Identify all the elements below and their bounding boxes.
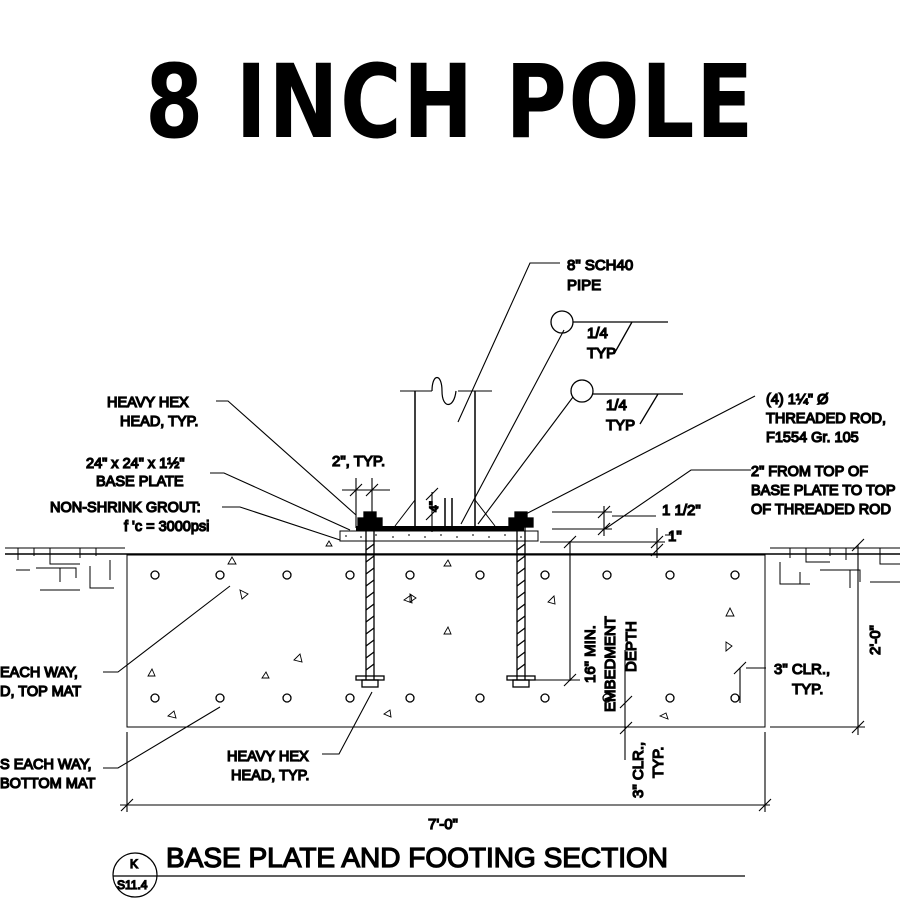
base-plate-line2: BASE PLATE — [96, 474, 184, 490]
grout-line2: f 'c = 3000psi — [124, 519, 209, 535]
weld2-typ: TYP — [606, 417, 635, 434]
soil-hatch-right — [779, 548, 900, 588]
dimension-lines — [120, 478, 865, 812]
embed-line1: 16" MIN. — [582, 625, 599, 683]
rod-callout-line1: (4) 1¼" Ø — [766, 392, 828, 408]
rod-callout-line2: THREADED ROD, — [766, 411, 886, 427]
clr-side-line2: TYP. — [792, 681, 823, 698]
anchor-rod-left — [355, 511, 385, 688]
ground-line — [5, 547, 900, 555]
rod-top-line1: 2" FROM TOP OF — [751, 464, 868, 480]
dim-4in: 4" — [427, 501, 441, 512]
pipe-callout-line2: PIPE — [567, 277, 601, 294]
pipe-callout-line1: 8" SCH40 — [567, 257, 633, 274]
rebar-top-mat — [150, 570, 740, 580]
base-plate-line1: 24" x 24" x 1½" — [86, 456, 184, 472]
embed-line2: EMBEDMENT — [602, 616, 619, 712]
rebar-top-line2: D, TOP MAT — [0, 684, 81, 700]
weld1-typ: TYP — [587, 345, 616, 362]
weld2-size: 1/4 — [606, 397, 627, 414]
dim-2in-typ: 2", TYP. — [332, 453, 385, 470]
pipe — [394, 376, 496, 527]
dim-width: 7'-0" — [428, 816, 458, 833]
hex-head-top-line1: HEAVY HEX — [107, 395, 189, 411]
weld1-size: 1/4 — [587, 325, 608, 342]
rod-callout-line3: F1554 Gr. 105 — [766, 430, 859, 446]
base-plate — [356, 526, 524, 531]
section-sheet: S11.4 — [117, 878, 148, 892]
grout-pad — [339, 530, 539, 542]
rebar-bottom-mat — [150, 693, 740, 703]
grout-line1: NON-SHRINK GROUT: — [50, 500, 201, 516]
hex-head-top-line2: HEAD, TYP. — [120, 414, 198, 430]
page-title: 8 INCH POLE — [145, 43, 755, 162]
concrete-aggregate — [147, 540, 735, 720]
weld-symbol-1 — [550, 310, 668, 355]
weld-symbol-2 — [570, 379, 683, 425]
section-letter: K — [130, 857, 138, 871]
drawing-title: BASE PLATE AND FOOTING SECTION — [166, 842, 668, 873]
clr-bottom-line2: TYP. — [650, 747, 667, 778]
leader-lines — [103, 262, 756, 769]
dim-1in: 1" — [668, 528, 682, 545]
rod-top-line2: BASE PLATE TO TOP — [751, 483, 896, 499]
rebar-bottom-line1: S EACH WAY, — [0, 757, 92, 773]
dim-embedment: 16" MIN. EMBEDMENT DEPTH — [581, 616, 640, 713]
clr-bottom-line1: 3" CLR., — [630, 742, 647, 798]
rebar-top-line1: EACH WAY, — [0, 665, 78, 681]
rod-top-line3: OF THREADED ROD — [751, 502, 891, 518]
soil-hatch-left — [16, 548, 114, 591]
hex-head-bottom-line2: HEAD, TYP. — [231, 768, 309, 784]
section-bubble — [112, 852, 745, 898]
dim-depth: 2'-0" — [867, 625, 884, 655]
clr-side-line1: 3" CLR., — [774, 661, 830, 678]
rebar-bottom-line2: BOTTOM MAT — [0, 776, 95, 792]
footing — [126, 554, 766, 728]
hex-head-bottom-line1: HEAVY HEX — [227, 749, 309, 765]
embed-line3: DEPTH — [623, 621, 640, 672]
dim-1-1-2: 1 1/2" — [662, 502, 701, 519]
anchor-rod-right — [506, 511, 536, 688]
